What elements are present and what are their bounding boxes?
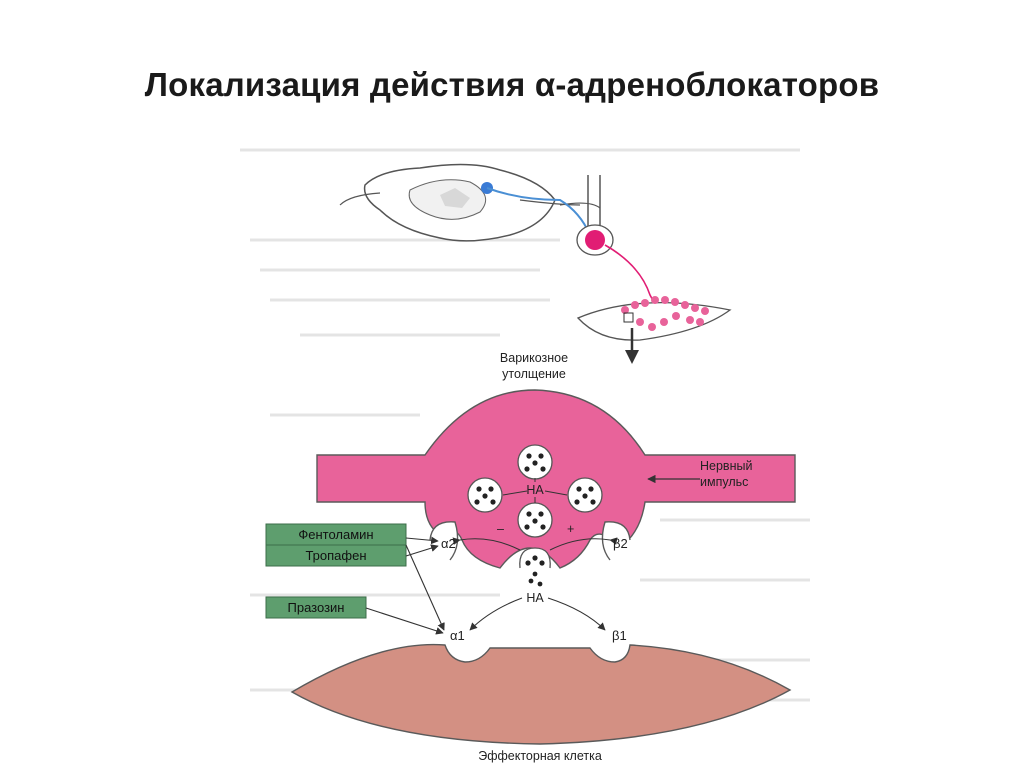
drug-arrows: [365, 536, 445, 635]
feedback-arrows: [452, 537, 618, 551]
na-vesicle-links: [502, 478, 568, 503]
na-release-arrows: [469, 597, 606, 631]
vesicle-center: [517, 502, 553, 538]
varicosity-label-line1: Варикозное: [500, 351, 568, 365]
drug-box-tropafen: Тропафен: [265, 544, 407, 567]
impulse-label-line1: Нервный: [700, 459, 752, 473]
na-label-bottom: НА: [526, 591, 544, 605]
alpha2-label: α2: [441, 536, 456, 551]
effector-cell: [290, 643, 792, 745]
plus-sign: +: [567, 522, 574, 536]
vesicle-fusing: [519, 547, 551, 587]
drug-label: Тропафен: [305, 548, 366, 563]
vesicle-right: [567, 477, 603, 513]
sympathetic-trunk: [486, 175, 601, 236]
varicosity-label-line2: утолщение: [502, 367, 566, 381]
drug-label: Фентоламин: [298, 527, 373, 542]
zoom-arrow: [625, 328, 639, 364]
alpha1-label: α1: [450, 628, 465, 643]
spinal-cord: [339, 163, 581, 242]
alpha2-receptor-site: [429, 521, 459, 561]
drug-box-phentolamine: Фентоламин: [265, 523, 407, 546]
drug-label: Празозин: [288, 600, 345, 615]
vesicle-top: [517, 444, 553, 480]
nerve-varicosity: [316, 389, 796, 569]
preganglionic-fiber: [486, 187, 591, 236]
drug-box-prazosin: Празозин: [265, 596, 367, 619]
beta2-label: β2: [613, 536, 628, 551]
target-organ: [576, 296, 732, 341]
slide-title: Локализация действия α-адреноблокаторов: [144, 66, 880, 103]
minus-sign: –: [497, 522, 504, 536]
na-label-top: НА: [526, 483, 544, 497]
effector-cell-label: Эффекторная клетка: [478, 749, 602, 763]
impulse-label-line2: импульс: [700, 475, 748, 489]
vesicle-left: [467, 477, 503, 513]
background-texture: [240, 148, 810, 702]
beta1-label: β1: [612, 628, 627, 643]
ganglion-neuron: [576, 224, 661, 309]
